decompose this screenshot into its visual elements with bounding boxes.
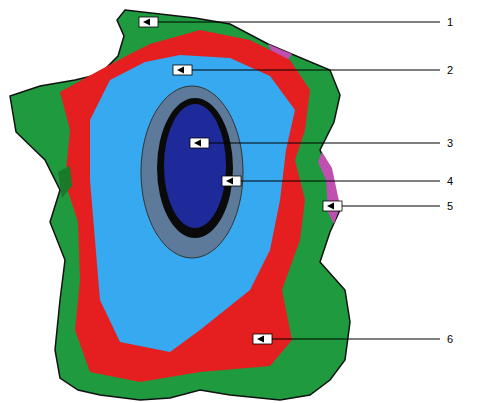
outer-zone xyxy=(10,10,350,400)
red-zone xyxy=(60,30,310,382)
black-ring xyxy=(157,98,233,238)
leader-lines xyxy=(158,22,440,339)
callout-markers xyxy=(139,17,342,344)
callout-number: 1 xyxy=(446,16,454,29)
dark-patch xyxy=(58,166,72,198)
grey-zone xyxy=(141,86,243,258)
callout-number: 4 xyxy=(446,175,454,188)
callout-number: 2 xyxy=(446,64,454,77)
callout-number: 5 xyxy=(446,200,454,213)
callout-number: 6 xyxy=(446,333,454,346)
callout-number: 3 xyxy=(446,137,454,150)
dark-blue-core xyxy=(164,104,226,228)
light-blue-zone xyxy=(90,55,295,352)
purple-patch xyxy=(318,152,340,224)
